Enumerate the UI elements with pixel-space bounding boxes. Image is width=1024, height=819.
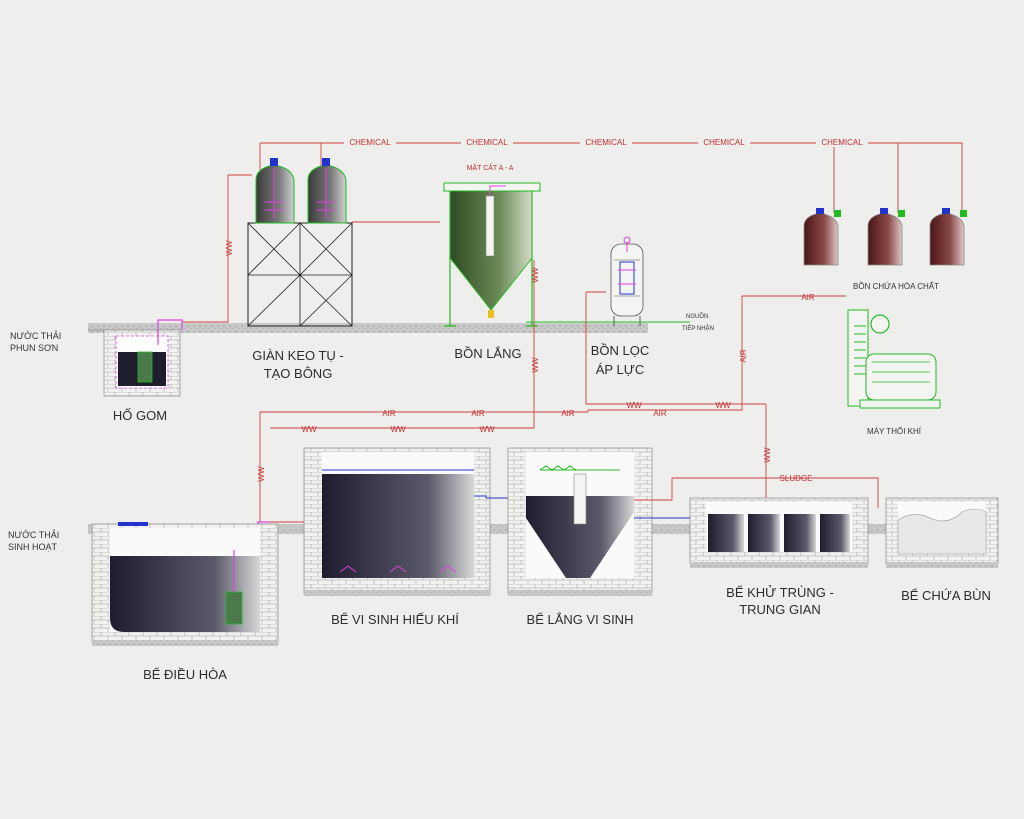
chemical-line	[259, 142, 963, 213]
ww-label-return-3: WW	[479, 425, 495, 434]
be-vi-sinh-label: BỂ VI SINH HIẾU KHÍ	[331, 612, 459, 627]
nguon-tiep-nhan-line2: TIẾP NHẬN	[682, 325, 714, 332]
chemical-label-4: CHEMICAL	[703, 138, 745, 147]
be-vi-sinh-hieu-khi	[303, 447, 491, 596]
be-lang-vi-sinh-label: BỂ LẮNG VI SINH	[527, 612, 634, 627]
ho-gom-label: HỐ GOM	[113, 408, 167, 423]
nuoc-thai-sinh-hoat-line2: SINH HOẠT	[8, 542, 58, 552]
ground-strip-top	[88, 323, 648, 333]
air-label-1: AIR	[382, 409, 396, 418]
ww-label-bonlang-2: WW	[531, 357, 540, 373]
air-label-3: AIR	[561, 409, 575, 418]
bon-lang-label: BỒN LẮNG	[454, 346, 521, 361]
air-label-top: AIR	[801, 293, 815, 302]
gian-keo-tu-line2: TẠO BÔNG	[264, 366, 333, 381]
be-khu-trung	[689, 497, 869, 568]
chemical-label-1: CHEMICAL	[349, 138, 391, 147]
ww-label-bonlang: WW	[531, 267, 540, 283]
ww-label-return-2: WW	[390, 425, 406, 434]
ww-label-riser: WW	[225, 240, 234, 256]
gian-keo-tu	[247, 158, 353, 327]
chemical-label-2: CHEMICAL	[466, 138, 508, 147]
mat-cat-label: MẶT CẮT A - A	[467, 163, 514, 172]
sludge-label: SLUDGE	[780, 474, 813, 483]
bon-loc-line1: BỒN LỌC	[591, 343, 650, 358]
be-chua-bun-label: BỂ CHỨA BÙN	[901, 588, 991, 603]
ho-gom	[88, 319, 183, 397]
chemical-label-5: CHEMICAL	[821, 138, 863, 147]
bon-loc	[610, 236, 644, 326]
air-label-vertical: AIR	[739, 349, 748, 363]
bon-lang	[443, 182, 541, 327]
air-label-mid: AIR	[653, 409, 667, 418]
bon-chua-hoa-chat-label: BỒN CHỨA HÓA CHẤT	[853, 281, 939, 291]
ww-label-return-1: WW	[301, 425, 317, 434]
nuoc-thai-phun-son-line1: NƯỚC THẢI	[10, 330, 61, 341]
be-chua-bun	[885, 497, 999, 568]
be-dieu-hoa-label: BỂ ĐIỀU HÒA	[143, 667, 227, 682]
be-khu-trung-line2: TRUNG GIAN	[739, 602, 821, 617]
chemical-labels: CHEMICAL CHEMICAL CHEMICAL CHEMICAL CHEM…	[344, 137, 868, 147]
nguon-tiep-nhan-line1: NGUỒN	[686, 313, 708, 320]
gian-keo-tu-line1: GIÀN KEO TỤ -	[252, 348, 344, 363]
be-lang-vi-sinh	[507, 447, 653, 596]
be-dieu-hoa	[91, 521, 279, 646]
bon-chua-hoa-chat	[803, 208, 967, 266]
ww-label-dieuhoa: WW	[257, 466, 266, 482]
chemical-label-3: CHEMICAL	[585, 138, 627, 147]
ww-label-loc-2: WW	[715, 401, 731, 410]
may-thoi-khi	[847, 309, 941, 409]
ww-label-loc: WW	[626, 401, 642, 410]
may-thoi-khi-label: MÁY THỔI KHÍ	[867, 427, 922, 436]
bon-loc-line2: ÁP LỰC	[596, 362, 644, 377]
nuoc-thai-sinh-hoat-line1: NƯỚC THẢI	[8, 529, 59, 540]
ww-label-khutrung: WW	[763, 447, 772, 463]
air-label-2: AIR	[471, 409, 485, 418]
be-khu-trung-line1: BỂ KHỬ TRÙNG -	[726, 585, 834, 600]
nuoc-thai-phun-son-line2: PHUN SƠN	[10, 343, 58, 353]
